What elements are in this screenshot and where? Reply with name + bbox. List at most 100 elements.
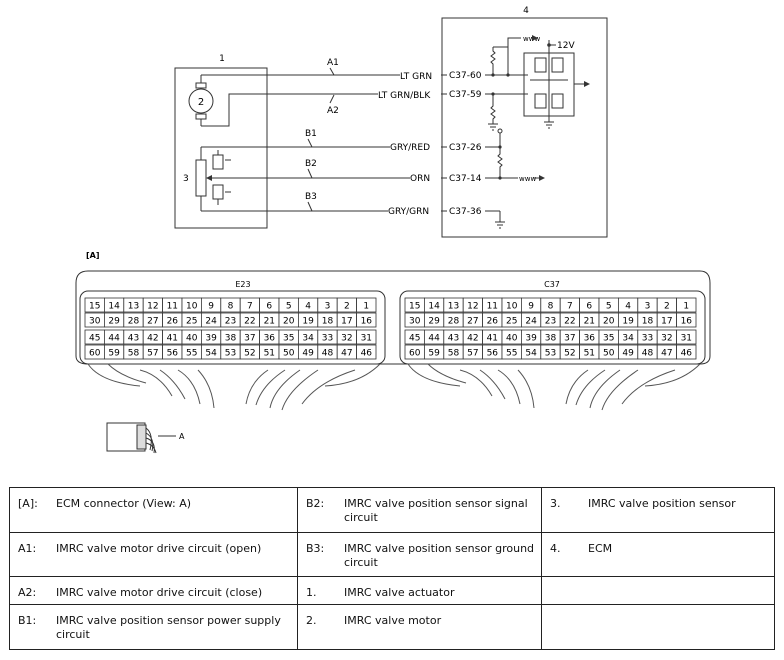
connector-pin-number: 32: [341, 334, 352, 344]
connector-pin-number: 53: [225, 349, 236, 359]
connector-pin-number: 41: [167, 334, 178, 344]
connector-pin-number: 39: [205, 334, 217, 344]
connector-pin-number: 47: [341, 349, 352, 359]
connector-pin-number: 22: [564, 317, 575, 327]
legend-text: IMRC valve position sensor ground circui…: [344, 542, 535, 569]
wire-color-b1: GRY/RED: [390, 143, 430, 153]
connector-pin-number: 37: [564, 334, 575, 344]
connector-pin-number: 60: [89, 349, 101, 359]
legend-key: B2:: [306, 497, 325, 510]
connector-pin-number: 13: [128, 302, 139, 312]
connector-pin-number: 50: [603, 349, 615, 359]
legend-key: A2:: [18, 586, 37, 599]
connector-pin-number: 31: [361, 334, 372, 344]
connector-pin-number: 20: [283, 317, 295, 327]
wire-color-a1: LT GRN: [400, 72, 432, 82]
connector-pin-number: 19: [302, 317, 314, 327]
connector-pin-number: 26: [167, 317, 179, 327]
legend-key: 2.: [306, 614, 317, 627]
connector-pin-number: 12: [147, 302, 158, 312]
connector-pin-number: 46: [681, 349, 693, 359]
connector-pin-number: 52: [244, 349, 255, 359]
connector-pin-number: 27: [467, 317, 478, 327]
connector-pin-number: 43: [448, 334, 459, 344]
wire-id-b3: B3: [305, 192, 317, 202]
connector-pin-number: 40: [186, 334, 198, 344]
connector-pin-number: 47: [661, 349, 672, 359]
terminal-c37-59: C37-59: [449, 90, 482, 100]
connector-pin-number: 39: [525, 334, 537, 344]
connector-pin-number: 30: [409, 317, 421, 327]
legend-text: IMRC valve position sensor: [588, 497, 736, 510]
connector-pin-number: 29: [108, 317, 120, 327]
connector-pin-number: 36: [264, 334, 276, 344]
connector-pin-number: 8: [548, 302, 554, 312]
connector-pin-number: 44: [428, 334, 440, 344]
connector-pin-number: 9: [528, 302, 534, 312]
connector-pin-number: 32: [661, 334, 672, 344]
view-a-label: [A]: [86, 251, 100, 260]
svg-text:www: www: [523, 35, 540, 43]
connector-pin-number: 33: [642, 334, 653, 344]
connector-pin-cell: [356, 297, 377, 313]
connector-pin-number: 49: [622, 349, 634, 359]
supply-voltage: 12V: [557, 41, 575, 51]
motor-symbol: [188, 88, 214, 114]
connector-pin-number: 50: [283, 349, 295, 359]
view-pointer-label: A: [179, 432, 185, 441]
connector-pin-number: 44: [108, 334, 120, 344]
connector-pin-number: 40: [506, 334, 518, 344]
connector-pin-number: 59: [108, 349, 120, 359]
terminal-c37-36: C37-36: [449, 207, 482, 217]
wire-id-b2: B2: [305, 159, 317, 169]
connector-pin-number: 11: [167, 302, 178, 312]
connector-pin-number: 53: [545, 349, 556, 359]
connector-pin-number: 46: [361, 349, 373, 359]
wire-id-b1: B1: [305, 129, 317, 139]
connector-pin-number: 35: [603, 334, 614, 344]
connector-pin-number: 3: [325, 302, 331, 312]
imrc-valve-actuator-box: [174, 67, 268, 229]
legend-key: 1.: [306, 586, 317, 599]
legend-row: A1:IMRC valve motor drive circuit (open)…: [9, 532, 775, 577]
connector-pin-number: 11: [487, 302, 498, 312]
connector-pin-number: 6: [266, 302, 272, 312]
connector-pin-number: 25: [186, 317, 197, 327]
connector-pin-number: 16: [361, 317, 373, 327]
connector-pin-number: 2: [344, 302, 350, 312]
connector-pin-number: 29: [428, 317, 440, 327]
connector-pin-number: 38: [225, 334, 237, 344]
svg-text:www: www: [519, 175, 536, 183]
connector-pin-number: 18: [322, 317, 334, 327]
legend-key: B3:: [306, 542, 325, 555]
connector-pin-cell: [356, 344, 377, 360]
connector-pin-number: 57: [467, 349, 478, 359]
connector-pin-number: 4: [305, 302, 311, 312]
sensor-number: 3: [183, 174, 189, 184]
connector-pin-cell: [676, 297, 697, 313]
connector-pin-number: 45: [89, 334, 100, 344]
connector-pin-number: 30: [89, 317, 101, 327]
connector-pin-number: 56: [487, 349, 499, 359]
connector-pin-number: 4: [625, 302, 631, 312]
connector-pin-number: 2: [664, 302, 670, 312]
terminal-c37-26: C37-26: [449, 143, 482, 153]
legend-text: IMRC valve motor drive circuit (open): [56, 542, 262, 555]
connector-pin-number: 25: [506, 317, 517, 327]
connector-pin-number: 22: [244, 317, 255, 327]
wire-id-a2: A2: [327, 106, 339, 116]
connector-pin-number: 55: [506, 349, 517, 359]
connector-pin-number: 58: [128, 349, 140, 359]
legend-text: IMRC valve actuator: [344, 586, 455, 599]
connector-view-icon: [106, 422, 176, 454]
terminal-c37-60: C37-60: [449, 71, 482, 81]
legend-table: [A]:ECM connector (View: A) B2:IMRC valv…: [9, 487, 775, 650]
connector-pin-number: 35: [283, 334, 294, 344]
connector-pin-number: 18: [642, 317, 654, 327]
connector-pin-number: 21: [264, 317, 275, 327]
actuator-number: 1: [219, 54, 225, 64]
connector-pin-cell: [676, 312, 697, 328]
legend-text: ECM: [588, 542, 613, 555]
connector-pin-number: 51: [584, 349, 595, 359]
